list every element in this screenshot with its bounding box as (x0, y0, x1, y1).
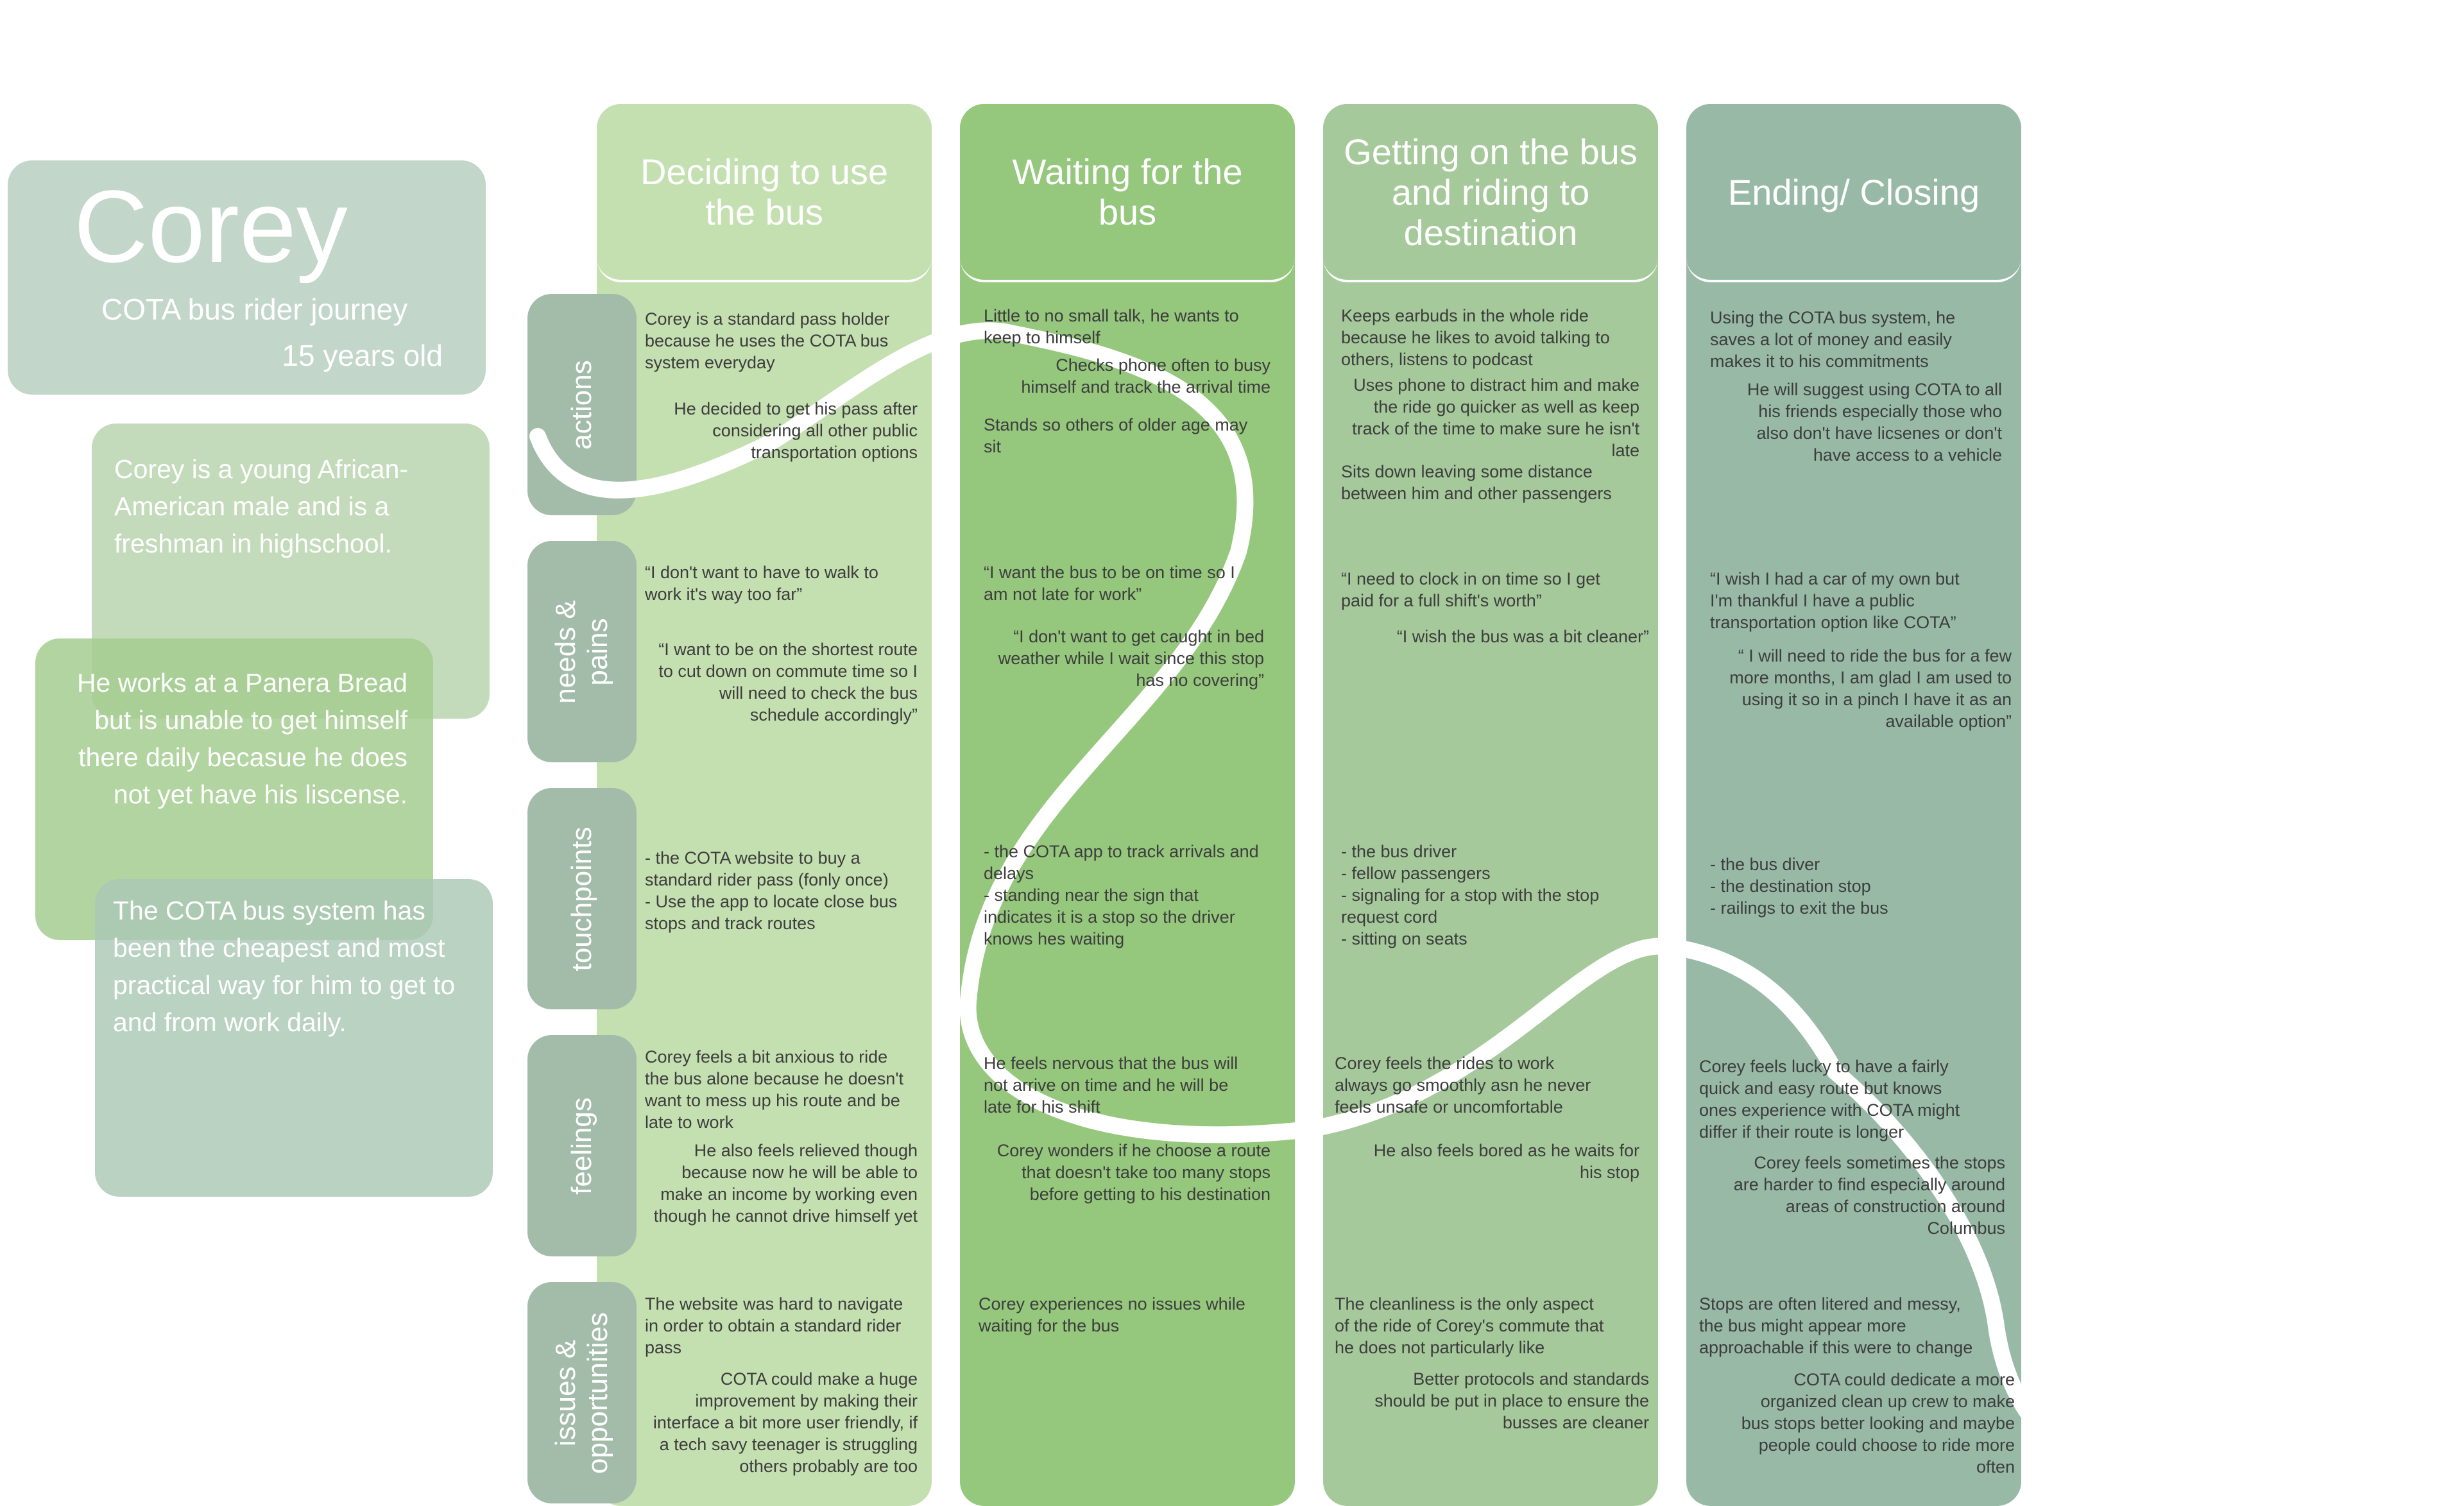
cell-actions-2b: Checks phone often to busy himself and t… (1021, 355, 1270, 397)
cell-needs-2b: “I don't want to get caught in bed weath… (998, 627, 1264, 690)
cell-feelings-3b: He also feels bored as he waits for his … (1373, 1141, 1639, 1182)
persona-about-2: He works at a Panera Bread but is unable… (76, 668, 407, 809)
cell-feelings-1b: He also feels relieved though because no… (653, 1141, 918, 1226)
cell-issues-3b: Better protocols and standards should be… (1374, 1369, 1649, 1432)
cell-needs-1b: “I want to be on the shortest route to c… (658, 640, 918, 724)
persona-age: 15 years old (282, 339, 443, 372)
cell-actions-3a: Keeps earbuds in the whole ride because … (1341, 306, 1610, 369)
cell-actions-1a: Corey is a standard pass holder because … (645, 309, 890, 372)
cell-feelings-2a: He feels nervous that the bus will not a… (984, 1054, 1238, 1117)
cell-touchpoints-4b: - the destination stop (1710, 877, 1871, 896)
cell-issues-1b: COTA could make a huge improvement by ma… (653, 1369, 918, 1476)
cell-feelings-4b: Corey feels sometimes the stops are hard… (1733, 1153, 2005, 1238)
persona-about-card-3: The COTA bus system has been the cheapes… (95, 879, 493, 1197)
cell-actions-2c: Stands so others of older age may sit (984, 415, 1248, 456)
row-label-needs-pains: needs & pains (527, 541, 637, 762)
cell-actions-3c: Sits down leaving some distance between … (1341, 462, 1612, 503)
cell-actions-4b: He will suggest using COTA to all his fr… (1747, 380, 2002, 465)
cell-actions-4a: Using the COTA bus system, he saves a lo… (1710, 308, 1956, 371)
cell-issues-2: Corey experiences no issues while waitin… (979, 1294, 1245, 1335)
cell-needs-4a: “I wish I had a car of my own but I'm th… (1710, 569, 1960, 632)
persona-subtitle: COTA bus rider journey (101, 293, 408, 326)
persona-about-1: Corey is a young African-American male a… (114, 454, 409, 558)
cell-touchpoints-3b: - fellow passengers (1341, 864, 1491, 883)
row-label-touchpoints: touchpoints (527, 788, 637, 1009)
cell-touchpoints-1: - the COTA website to buy a standard rid… (645, 848, 889, 889)
stage-column-4 (1686, 104, 2021, 1506)
cell-needs-4b: “ I will need to ride the bus for a few … (1729, 646, 2012, 731)
cell-needs-3a: “I need to clock in on time so I get pai… (1341, 569, 1600, 610)
cell-issues-4b: COTA could dedicate a more organized cle… (1741, 1370, 2015, 1476)
stage-title-4: Ending/ Closing (1686, 104, 2021, 282)
cell-feelings-3a: Corey feels the rides to work always go … (1335, 1054, 1591, 1117)
cell-feelings-1a: Corey feels a bit anxious to ride the bu… (645, 1047, 903, 1132)
cell-feelings-4a: Corey feels lucky to have a fairly quick… (1699, 1057, 1960, 1142)
cell-needs-2a: “I want the bus to be on time so I am no… (984, 563, 1235, 604)
stage-column-1 (597, 104, 932, 1506)
cell-touchpoints-1b: - Use the app to locate close bus stops … (645, 892, 898, 933)
cell-touchpoints-4c: - railings to exit the bus (1710, 898, 1888, 918)
cell-needs-3b: “I wish the bus was a bit cleaner” (1396, 627, 1649, 646)
cell-actions-3b: Uses phone to distract him and make the … (1352, 375, 1639, 460)
stage-title-2: Waiting for the bus (960, 104, 1295, 282)
cell-issues-1a: The website was hard to navigate in orde… (645, 1294, 903, 1357)
row-label-feelings: feelings (527, 1035, 637, 1256)
stage-title-1: Deciding to use the bus (597, 104, 932, 282)
cell-touchpoints-3c: - signaling for a stop with the stop req… (1341, 886, 1600, 927)
cell-feelings-2b: Corey wonders if he choose a route that … (997, 1141, 1270, 1204)
persona-about-3: The COTA bus system has been the cheapes… (113, 896, 456, 1037)
row-label-issues-opportunities: issues & opportunities (527, 1282, 637, 1503)
cell-touchpoints-2b: - standing near the sign that indicates … (984, 886, 1235, 948)
stage-column-3 (1323, 104, 1658, 1506)
persona-name: Corey (74, 169, 348, 284)
cell-actions-1b: He decided to get his pass after conside… (674, 399, 918, 462)
cell-issues-3a: The cleanliness is the only aspect of th… (1335, 1294, 1604, 1357)
cell-issues-4a: Stops are often litered and messy, the b… (1699, 1294, 1973, 1357)
cell-needs-1a: “I don't want to have to walk to work it… (645, 563, 878, 604)
persona-name-card (8, 160, 486, 395)
stage-title-3: Getting on the bus and riding to destina… (1323, 104, 1658, 282)
cell-touchpoints-4a: - the bus diver (1710, 855, 1820, 874)
cell-touchpoints-3d: - sitting on seats (1341, 929, 1467, 948)
cell-actions-2a: Little to no small talk, he wants to kee… (984, 306, 1239, 347)
cell-touchpoints-2: - the COTA app to track arrivals and del… (984, 842, 1259, 883)
cell-touchpoints-3a: - the bus driver (1341, 842, 1457, 861)
